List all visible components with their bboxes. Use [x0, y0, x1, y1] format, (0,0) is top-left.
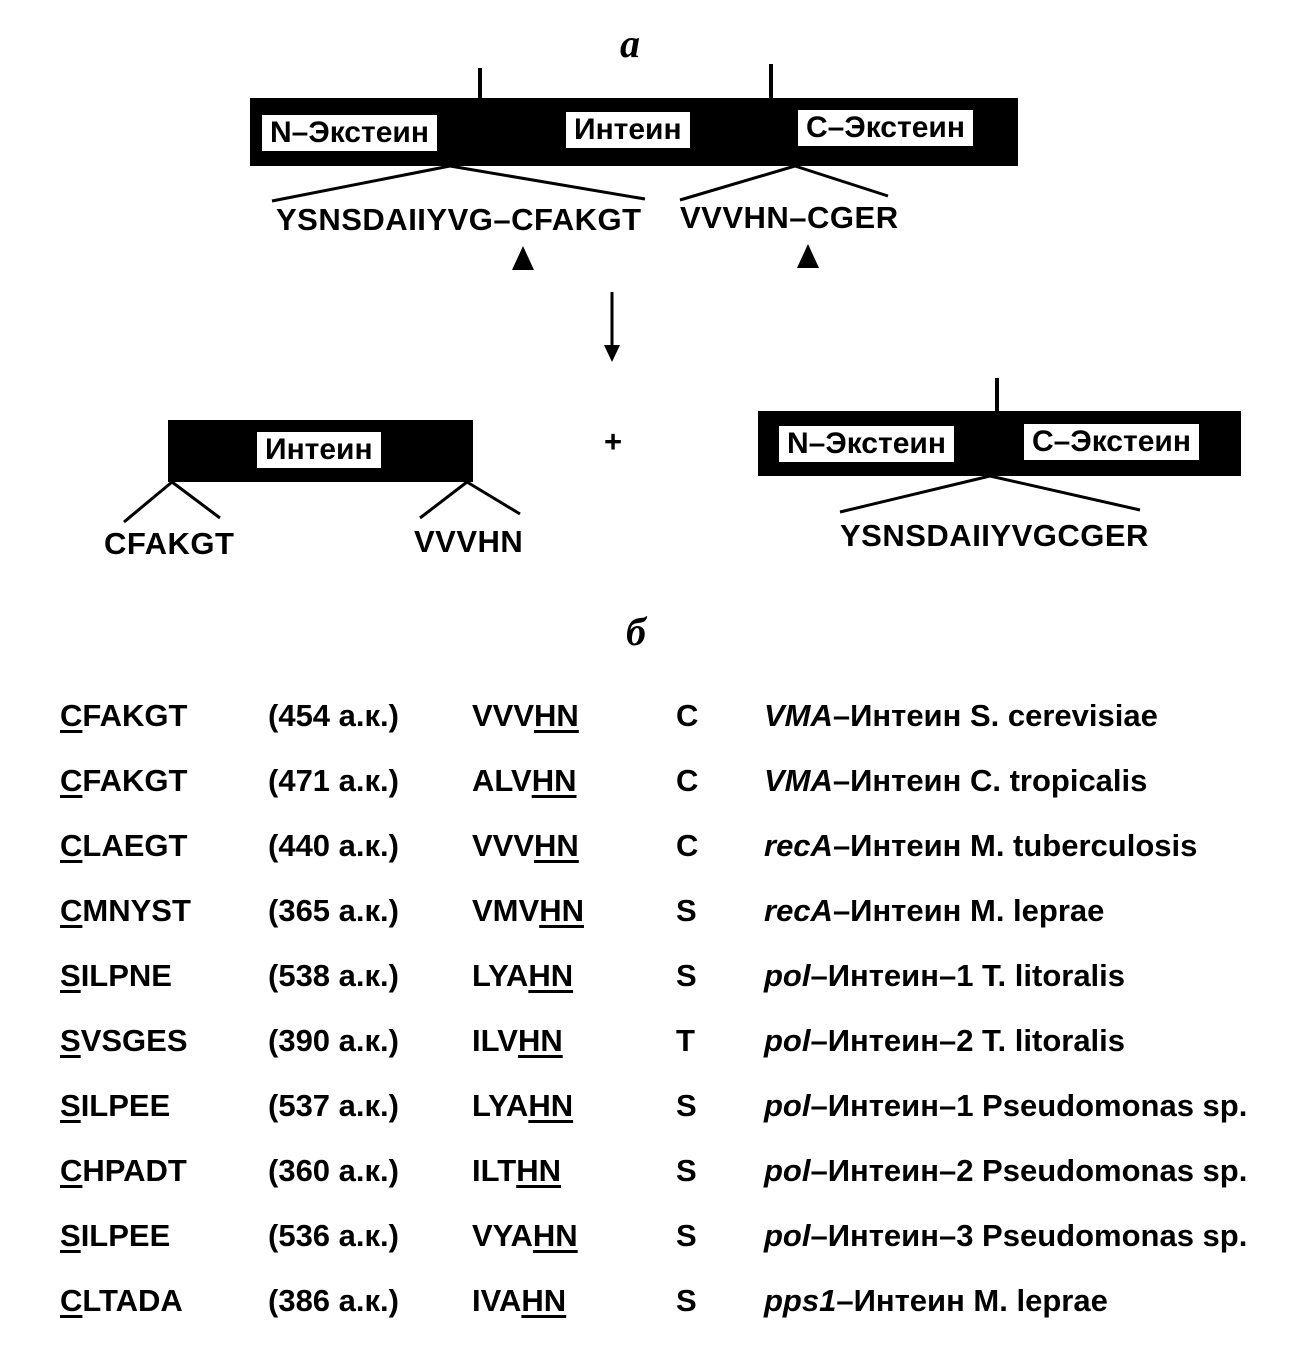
downstream-residue: S	[676, 1088, 697, 1123]
precursor-n-extein-label: N–Экстеин	[262, 115, 437, 151]
n-terminal-seq: CLTADA	[60, 1283, 183, 1318]
intein-name: pps1–Интеин M. leprae	[764, 1283, 1108, 1318]
ligated-c-extein-label: С–Экстеин	[1024, 424, 1199, 460]
intein-length: (536 а.к.)	[268, 1218, 399, 1253]
intein-product-label: Интеин	[257, 432, 381, 468]
process-arrow-head	[604, 345, 620, 362]
intein-name: VMA–Интеин C. tropicalis	[764, 763, 1148, 798]
c-terminal-seq: ILTHN	[472, 1153, 561, 1188]
fan-line	[989, 474, 1141, 512]
alignment-row: CFAKGT (471 а.к.) ALVHN C VMA–Интеин C. trop…	[0, 763, 1300, 813]
downstream-residue: S	[676, 1218, 697, 1253]
intein-length: (471 а.к.)	[268, 763, 399, 798]
downstream-residue: S	[676, 1153, 697, 1188]
n-terminal-seq: SVSGES	[60, 1023, 188, 1058]
intein-name: pol–Интеин–2 T. litoralis	[764, 1023, 1126, 1058]
c-terminal-seq: VVVHN	[472, 828, 579, 863]
fan-line	[123, 480, 173, 524]
intein-length: (360 а.к.)	[268, 1153, 399, 1188]
intein-name: pol–Интеин–1 T. litoralis	[764, 958, 1126, 993]
c-terminal-seq: ILVHN	[472, 1023, 563, 1058]
precursor-seq-right: VVVHN–CGER	[680, 200, 899, 235]
alignment-row: CFAKGT (454 а.к.) VVVHN C VMA–Интеин S. cere…	[0, 698, 1300, 748]
c-terminal-seq: ALVHN	[472, 763, 577, 798]
fan-line	[449, 164, 646, 201]
intein-length: (538 а.к.)	[268, 958, 399, 993]
downstream-residue: C	[676, 828, 699, 863]
ligated-n-extein-label: N–Экстеин	[779, 426, 954, 462]
panel-b-label: б	[626, 609, 646, 654]
intein-length: (537 а.к.)	[268, 1088, 399, 1123]
intein-name: recA–Интеин M. leprae	[764, 893, 1105, 928]
n-terminal-seq: CFAKGT	[60, 698, 188, 733]
splice-site-marker-right	[797, 244, 819, 268]
n-terminal-seq: SILPEE	[60, 1218, 171, 1253]
n-terminal-seq: CFAKGT	[60, 763, 188, 798]
n-terminal-seq: CMNYST	[60, 893, 191, 928]
n-terminal-seq: CLAEGT	[60, 828, 188, 863]
intein-length: (440 а.к.)	[268, 828, 399, 863]
intein-length: (365 а.к.)	[268, 893, 399, 928]
fan-line	[171, 480, 221, 520]
intein-length: (390 а.к.)	[268, 1023, 399, 1058]
intein-name: pol–Интеин–3 Pseudomonas sp.	[764, 1218, 1248, 1253]
intein-product-seq-left: CFAKGT	[104, 526, 235, 561]
c-terminal-seq: LYAHN	[472, 1088, 574, 1123]
downstream-residue: S	[676, 893, 697, 928]
intein-name: pol–Интеин–1 Pseudomonas sp.	[764, 1088, 1248, 1123]
downstream-residue: C	[676, 763, 699, 798]
c-terminal-seq: VMVHN	[472, 893, 584, 928]
fan-line	[839, 474, 991, 514]
c-terminal-seq: VVVHN	[472, 698, 579, 733]
downstream-residue: T	[676, 1023, 695, 1058]
precursor-intein-label: Интеин	[566, 112, 690, 148]
junction-tick-left	[478, 68, 482, 100]
fan-line	[271, 164, 451, 203]
intein-length: (386 а.к.)	[268, 1283, 399, 1318]
ligation-tick	[995, 378, 999, 414]
precursor-seq-left: YSNSDAIIYVG–CFAKGT	[276, 202, 642, 237]
c-terminal-seq: LYAHN	[472, 958, 574, 993]
downstream-residue: S	[676, 958, 697, 993]
n-terminal-seq: CHPADT	[60, 1153, 187, 1188]
n-terminal-seq: SILPEE	[60, 1088, 171, 1123]
c-terminal-seq: VYAHN	[472, 1218, 578, 1253]
fan-line	[419, 480, 468, 520]
intein-product-seq-right: VVVHN	[414, 524, 524, 559]
downstream-residue: S	[676, 1283, 697, 1318]
n-terminal-seq: SILPNE	[60, 958, 172, 993]
fan-line	[466, 480, 521, 516]
junction-tick-right	[769, 64, 773, 100]
plus-sign: +	[604, 424, 623, 459]
intein-name: pol–Интеин–2 Pseudomonas sp.	[764, 1153, 1248, 1188]
intein-length: (454 а.к.)	[268, 698, 399, 733]
ligated-seq: YSNSDAIIYVGCGER	[840, 518, 1149, 553]
fan-line	[794, 164, 889, 198]
precursor-c-extein-label: С–Экстеин	[798, 110, 973, 146]
panel-a-label: а	[620, 21, 640, 66]
downstream-residue: C	[676, 698, 699, 733]
intein-name: recA–Интеин M. tuberculosis	[764, 828, 1198, 863]
splice-site-marker-left	[512, 246, 534, 270]
fan-line	[679, 164, 796, 202]
c-terminal-seq: IVAHN	[472, 1283, 567, 1318]
intein-name: VMA–Интеин S. cerevisiae	[764, 698, 1158, 733]
